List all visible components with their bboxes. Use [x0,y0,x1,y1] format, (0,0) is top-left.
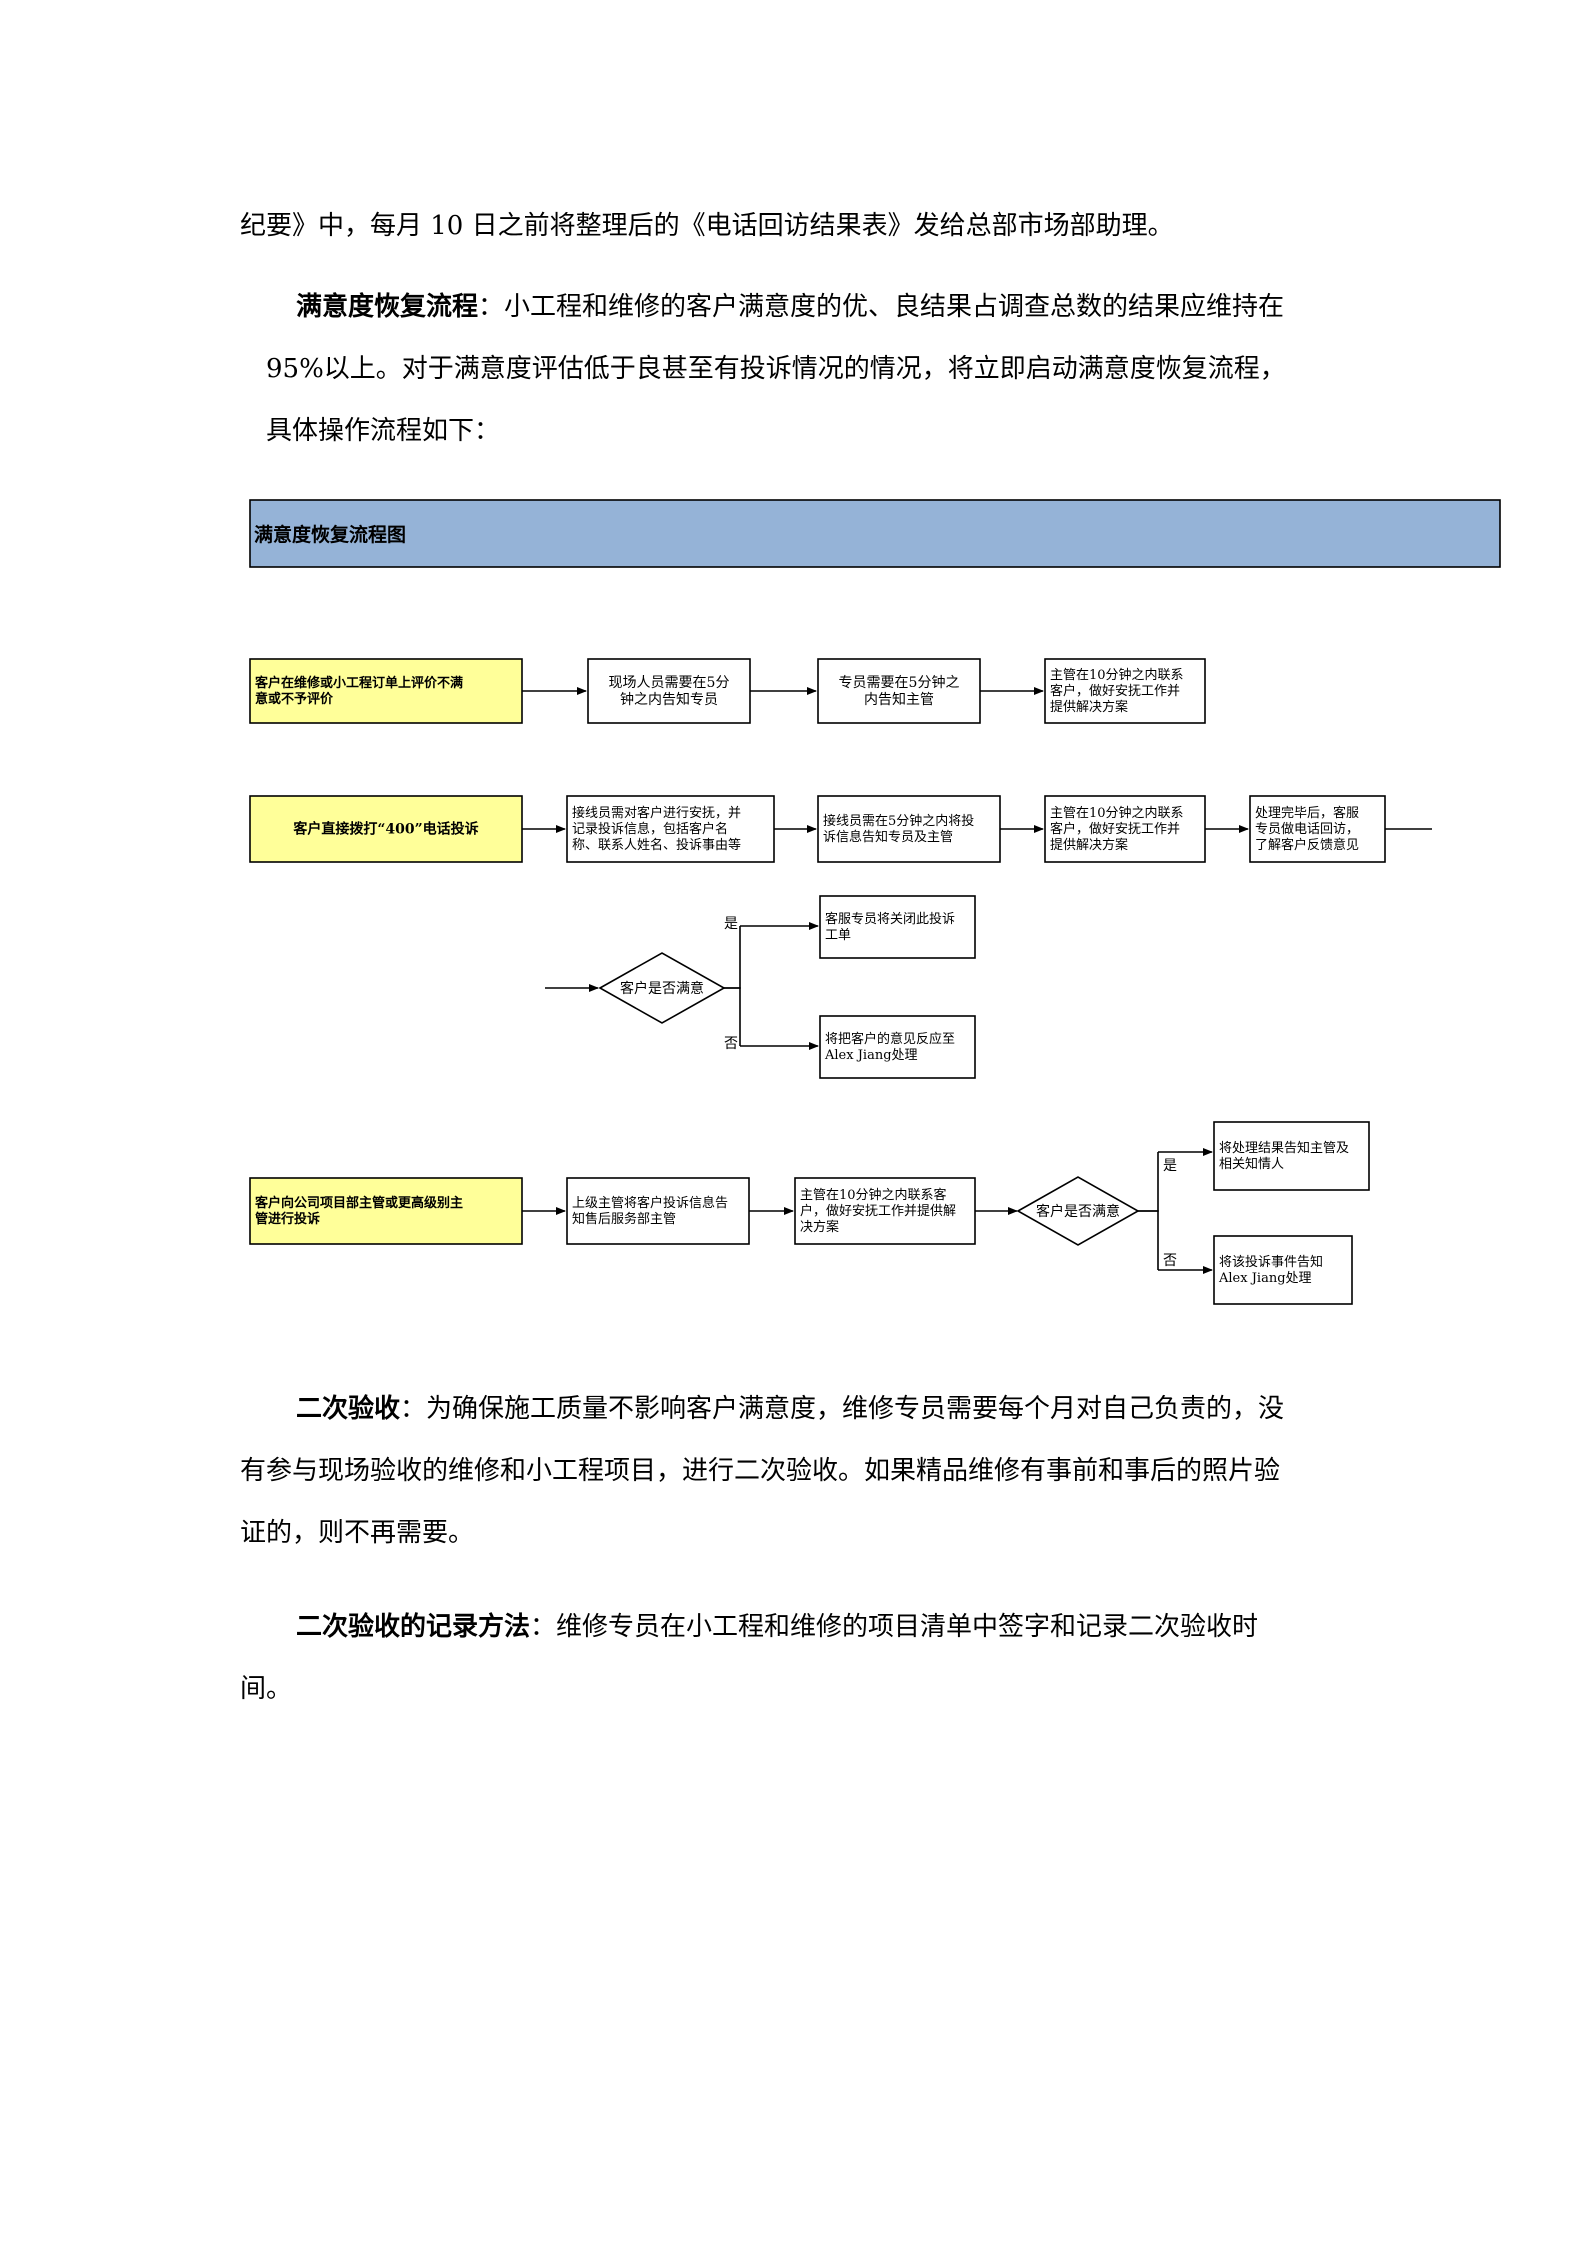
decision2-yes-box [1213,1121,1370,1191]
decision2-no-connector [1138,1210,1159,1270]
decision2-no-box-text-2: Alex Jiang处理 [1218,1271,1312,1286]
row3-start-box-text-1: 客户向公司项目部主管或更高级别主 [255,1195,463,1211]
decision1-yes-box-text-2: 工单 [825,928,851,943]
decision1-no-connector [724,987,741,1046]
row2-step3-box [1044,795,1206,863]
row2-start-box [249,795,523,863]
second-acceptance-lead: 二次验收 [296,1394,401,1424]
decision2-yes-connector [1138,1152,1159,1212]
intro-line-1: 纪要》中，每月 10 日之前将整理后的《电话回访结果表》发给总部市场部助理。 [240,211,1174,241]
decision1-no-box-text-2: Alex Jiang处理 [824,1048,918,1063]
row2-step4-box-text-3: 了解客户反馈意见 [1255,837,1359,853]
row1-step1-box [587,658,751,724]
row3-step2-box [794,1177,976,1245]
row3-step1-box-text-1: 上级主管将客户投诉信息告 [572,1195,728,1211]
row2-step2-box-text-1: 接线员需在5分钟之内将投 [823,813,974,829]
recovery-line-2: 95%以上。对于满意度评估低于良甚至有投诉情况的情况，将立即启动满意度恢复流程， [266,354,1286,384]
decision2-yes-label: 是 [1163,1158,1177,1174]
row1-step3-box-text-1: 主管在10分钟之内联系 [1050,667,1184,683]
row1-step3-box-text-2: 客户，做好安抚工作并 [1050,683,1180,699]
row2-step1-box-text-2: 记录投诉信息，包括客户名 [572,821,728,837]
recovery-lead: 满意度恢复流程 [296,292,479,322]
second-acceptance-line-2: 有参与现场验收的维修和小工程项目，进行二次验收。如果精品维修有事前和事后的照片验 [240,1456,1281,1486]
decision2-no-box [1213,1235,1353,1305]
row3-step2-box-text-2: 户，做好安抚工作并提供解 [800,1203,956,1219]
row3-step1-box-text-2: 知售后服务部主管 [572,1211,676,1227]
record-method-paragraph: 二次验收的记录方法：维修专员在小工程和维修的项目清单中签字和记录二次验收时 间。 [240,1596,1360,1720]
row3-step2-box-text-3: 决方案 [800,1219,839,1235]
decision1-no-label: 否 [724,1036,738,1052]
intro-paragraph: 纪要》中，每月 10 日之前将整理后的《电话回访结果表》发给总部市场部助理。 [240,195,1360,257]
row1-start-box [249,658,523,724]
decision1-diamond-label: 客户是否满意 [620,980,704,997]
decision2-no-box-text-1: 将该投诉事件告知 [1219,1254,1323,1270]
second-acceptance-sep: ： [400,1394,427,1424]
decision2-no-label: 否 [1163,1253,1177,1269]
row1-step3-box [1044,658,1206,724]
row2-step4-box-text-2: 专员做电话回访， [1255,822,1359,837]
recovery-line-3: 具体操作流程如下： [266,416,501,446]
decision2-diamond [1016,1176,1140,1246]
row2-step4-box-text-1: 处理完毕后，客服 [1255,805,1359,821]
record-method-line-2: 间。 [240,1674,293,1704]
row2-step3-box-text-1: 主管在10分钟之内联系 [1050,805,1184,821]
flowchart-title: 满意度恢复流程图 [254,523,406,546]
row1-step2-box-text-2: 内告知主管 [864,691,934,708]
row1-step2-box [817,658,981,724]
row1-step2-box-text-1: 专员需要在5分钟之 [839,674,960,691]
decision1-diamond [598,952,726,1024]
recovery-paragraph: 满意度恢复流程：小工程和维修的客户满意度的优、良结果占调查总数的结果应维持在 9… [240,276,1360,462]
decision2-yes-box-text-2: 相关知情人 [1219,1156,1284,1172]
row2-step1-box-text-1: 接线员需对客户进行安抚，并 [572,805,741,821]
row1-step1-box-text-1: 现场人员需要在5分 [609,675,730,691]
second-acceptance-line-1-text: 为确保施工质量不影响客户满意度，维修专员需要每个月对自己负责的，没 [426,1394,1285,1424]
decision1-yes-connector [724,926,741,989]
row1-start-box-text-1: 客户在维修或小工程订单上评价不满 [255,675,463,691]
record-method-line-1-text: 维修专员在小工程和维修的项目清单中签字和记录二次验收时 [556,1612,1259,1642]
row2-start-box-text-1: 客户直接拨打“400”电话投诉 [292,821,478,838]
decision2-diamond-label: 客户是否满意 [1036,1203,1120,1220]
row3-start-box [249,1177,523,1245]
recovery-line-1-text: 小工程和维修的客户满意度的优、良结果占调查总数的结果应维持在 [504,292,1285,322]
decision1-yes-box [819,895,976,959]
row1-start-box-text-2: 意或不予评价 [255,691,334,707]
second-acceptance-paragraph: 二次验收：为确保施工质量不影响客户满意度，维修专员需要每个月对自己负责的，没 有… [240,1378,1360,1564]
decision1-no-box [819,1015,976,1079]
row2-step2-box [817,795,1001,863]
row2-step2-box-text-2: 诉信息告知专员及主管 [823,829,953,845]
decision2-yes-box-text-1: 将处理结果告知主管及 [1219,1140,1349,1156]
decision1-yes-label: 是 [724,916,738,932]
record-method-line-1: 二次验收的记录方法：维修专员在小工程和维修的项目清单中签字和记录二次验收时 [240,1596,1360,1658]
row2-step3-box-text-3: 提供解决方案 [1050,837,1128,853]
row2-step4-box [1249,795,1386,863]
row3-step1-box [566,1177,750,1245]
row1-step1-box-text-2: 钟之内告知专员 [620,691,718,708]
row2-step1-box-text-3: 称、联系人姓名、投诉事由等 [572,837,741,853]
flowchart-header [249,499,1501,568]
record-method-lead: 二次验收的记录方法 [296,1612,531,1642]
row3-step2-box-text-1: 主管在10分钟之内联系客 [800,1187,947,1203]
recovery-line-1: 满意度恢复流程：小工程和维修的客户满意度的优、良结果占调查总数的结果应维持在 [240,276,1360,338]
decision1-yes-box-text-1: 客服专员将关闭此投诉 [825,911,955,927]
second-acceptance-line-1: 二次验收：为确保施工质量不影响客户满意度，维修专员需要每个月对自己负责的，没 [240,1378,1360,1440]
recovery-sep: ： [478,292,505,322]
record-method-sep: ： [530,1612,557,1642]
row1-step3-box-text-3: 提供解决方案 [1050,699,1128,715]
row3-start-box-text-2: 管进行投诉 [255,1211,320,1227]
decision1-no-box-text-1: 将把客户的意见反应至 [825,1031,955,1047]
row2-step3-box-text-2: 客户，做好安抚工作并 [1050,821,1180,837]
row2-step1-box [566,795,775,863]
second-acceptance-line-3: 证的，则不再需要。 [240,1518,475,1548]
